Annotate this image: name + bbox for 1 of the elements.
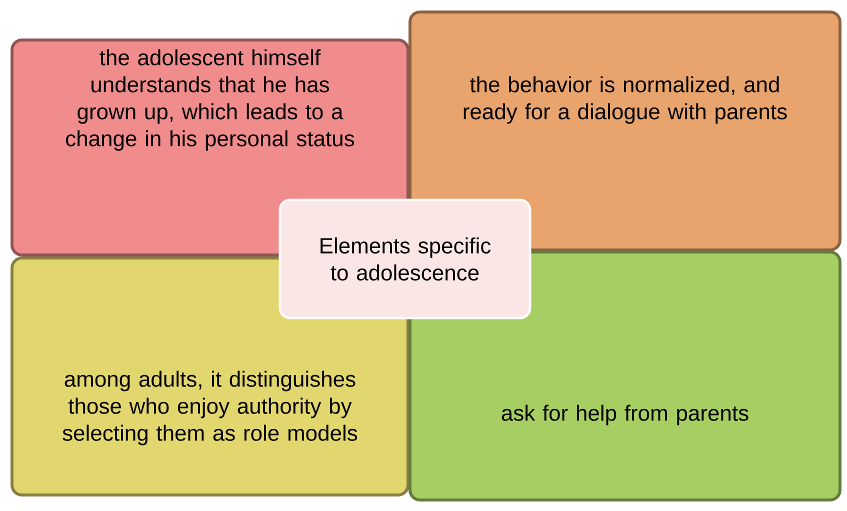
center-box: Elements specific to adolescence [278, 198, 532, 320]
